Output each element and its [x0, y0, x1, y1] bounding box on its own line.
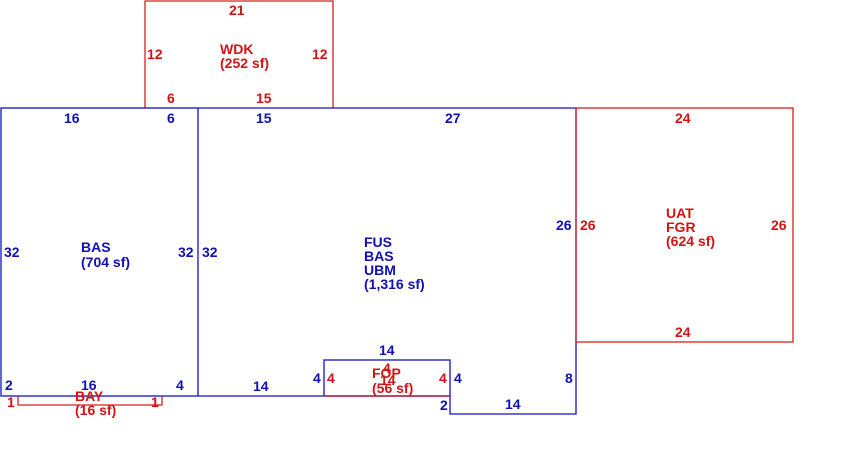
dim-bas-left: 32	[4, 244, 20, 260]
fgr-code-2: FGR	[666, 219, 696, 235]
dim-wdk-bottom-a: 6	[167, 90, 175, 106]
dim-main-step-low: 2	[440, 397, 448, 413]
dim-bas-bottom-right: 4	[176, 377, 184, 393]
fop-code: FOP	[372, 365, 401, 381]
main-code-3: UBM	[364, 262, 396, 278]
wdk-code: WDK	[220, 41, 253, 57]
dim-fop-mid2: 14	[380, 372, 396, 388]
dim-bay-left: 1	[7, 394, 15, 410]
dim-main-bottom-a: 14	[253, 378, 269, 394]
dim-main-top-b: 27	[445, 110, 461, 126]
dim-bas-right: 32	[178, 244, 194, 260]
main-code-2: BAS	[364, 248, 394, 264]
dim-fop-right: 4	[439, 370, 447, 386]
dim-main-right-low: 8	[565, 370, 573, 386]
fgr-size: (624 sf)	[666, 233, 715, 249]
bas-left-size: (704 sf)	[81, 254, 130, 270]
dim-fgr-right: 26	[771, 217, 787, 233]
dim-main-step-right: 4	[454, 370, 462, 386]
fop-size: (56 sf)	[372, 380, 413, 396]
dim-fgr-bottom: 24	[675, 324, 691, 340]
bay-outline	[17, 396, 163, 406]
dim-bay-right: 1	[151, 394, 159, 410]
wdk-size: (252 sf)	[220, 55, 269, 71]
dim-main-bottom-step: 4	[313, 370, 321, 386]
bay-size: (16 sf)	[75, 402, 116, 418]
fgr-code-1: UAT	[666, 205, 694, 221]
dim-main-left: 32	[202, 244, 218, 260]
dim-main-bottom-c: 14	[505, 396, 521, 412]
dim-main-top-a: 15	[256, 110, 272, 126]
dim-bas-top-b: 6	[167, 110, 175, 126]
dim-main-right: 26	[556, 217, 572, 233]
dim-fgr-top: 24	[675, 110, 691, 126]
dim-wdk-top: 21	[229, 2, 245, 18]
dim-fop-left: 4	[327, 370, 335, 386]
dim-bas-bottom-left: 2	[5, 377, 13, 393]
dim-fgr-left: 26	[580, 217, 596, 233]
dim-wdk-right: 12	[312, 46, 328, 62]
dim-fop-mid: 4	[383, 360, 391, 376]
main-code-1: FUS	[364, 234, 392, 250]
dim-bas-bottom-mid: 16	[81, 377, 97, 393]
bas-left-code: BAS	[81, 239, 111, 255]
wdk-outline	[144, 0, 334, 108]
dim-main-bottom-b: 14	[379, 342, 395, 358]
dim-bas-top: 16	[64, 110, 80, 126]
main-size: (1,316 sf)	[364, 276, 425, 292]
dim-wdk-left: 12	[147, 46, 163, 62]
bay-code: BAY	[75, 388, 104, 404]
dim-wdk-bottom-b: 15	[256, 90, 272, 106]
bas-left-outline	[0, 107, 199, 397]
fgr-outline	[575, 107, 794, 343]
